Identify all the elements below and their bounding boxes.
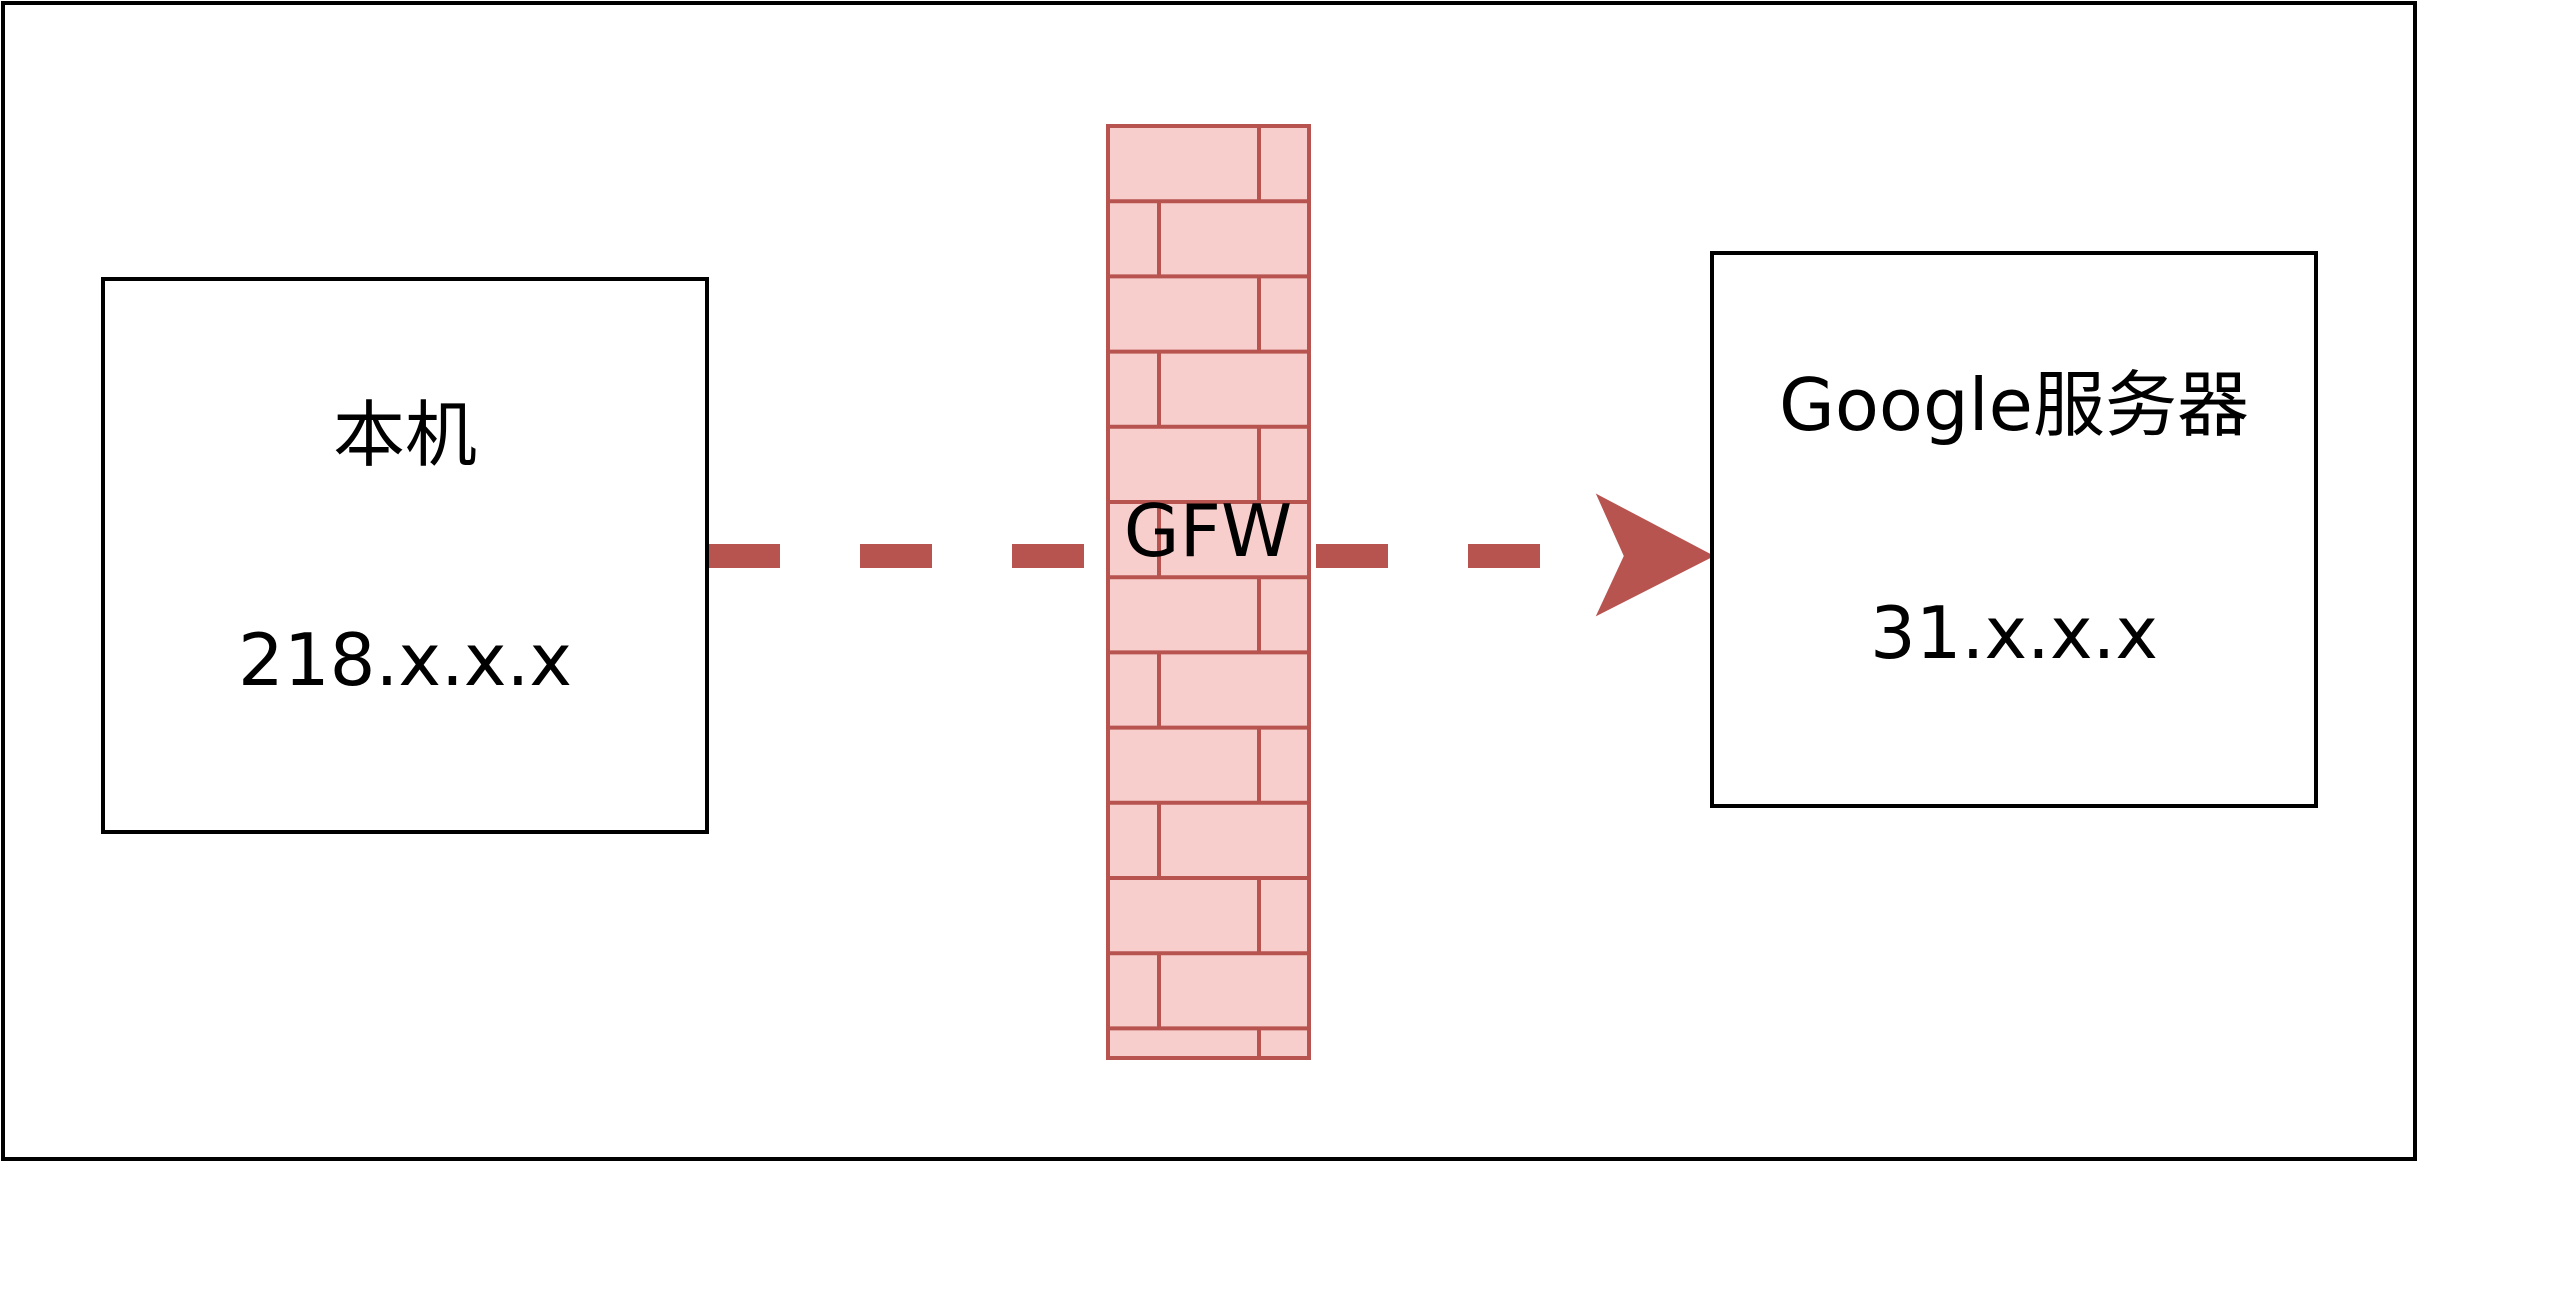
- source-node-box: [101, 277, 709, 834]
- source-node-title: 本机: [333, 393, 477, 477]
- source-node-address: 218.x.x.x: [238, 618, 572, 702]
- arrow-head: [1595, 493, 1715, 617]
- firewall-brick-lines: [1108, 126, 1309, 1058]
- firewall-wall: [1106, 124, 1311, 1060]
- firewall-body: [1106, 124, 1311, 1060]
- target-node-address: 31.x.x.x: [1870, 591, 2158, 675]
- target-node-box: [1710, 251, 2318, 808]
- firewall-label: GFW: [1124, 489, 1292, 573]
- outer-frame: [1, 1, 2417, 1161]
- target-node-title: Google服务器: [1779, 363, 2249, 447]
